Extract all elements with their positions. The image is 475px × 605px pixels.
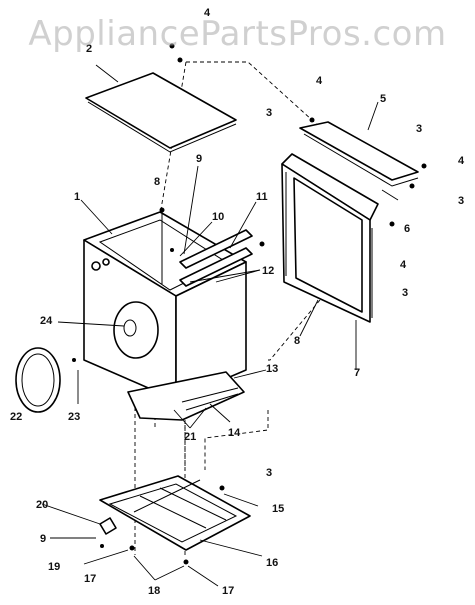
callout-7: 7 bbox=[354, 367, 360, 379]
callout-20: 20 bbox=[36, 499, 48, 511]
callout-3: 3 bbox=[416, 123, 422, 135]
callout-13: 13 bbox=[266, 363, 278, 375]
callout-18: 18 bbox=[148, 585, 160, 597]
callout-3: 3 bbox=[266, 107, 272, 119]
callout-8: 8 bbox=[294, 335, 300, 347]
screw[interactable] bbox=[169, 43, 175, 49]
screw[interactable] bbox=[177, 57, 183, 63]
callout-9: 9 bbox=[40, 533, 46, 545]
callout-16: 16 bbox=[266, 557, 278, 569]
callout-4: 4 bbox=[316, 75, 323, 87]
callout-3: 3 bbox=[458, 195, 464, 207]
callout-6: 6 bbox=[404, 223, 410, 235]
callout-10: 10 bbox=[212, 211, 224, 223]
screw[interactable] bbox=[100, 544, 104, 548]
leader-lines bbox=[41, 64, 399, 587]
screw[interactable] bbox=[170, 248, 174, 252]
callout-11: 11 bbox=[256, 191, 268, 203]
callout-19: 19 bbox=[48, 561, 60, 573]
callout-24: 24 bbox=[40, 315, 53, 327]
screw[interactable] bbox=[309, 117, 315, 123]
screw[interactable] bbox=[159, 207, 165, 213]
callout-1: 1 bbox=[74, 191, 80, 203]
lower-bracket[interactable] bbox=[127, 371, 245, 421]
callout-4: 4 bbox=[400, 259, 407, 271]
screw[interactable] bbox=[72, 358, 76, 362]
callout-22: 22 bbox=[10, 411, 22, 423]
callout-4: 4 bbox=[204, 7, 211, 19]
callout-14: 14 bbox=[228, 427, 241, 439]
screw[interactable] bbox=[409, 183, 415, 189]
callout-5: 5 bbox=[380, 93, 386, 105]
callout-8: 8 bbox=[154, 176, 160, 188]
screw[interactable] bbox=[259, 241, 265, 247]
screw[interactable] bbox=[183, 559, 189, 565]
screw[interactable] bbox=[421, 163, 427, 169]
base-plate[interactable] bbox=[99, 475, 251, 551]
screw[interactable] bbox=[219, 485, 225, 491]
cabinet[interactable] bbox=[83, 211, 253, 401]
screw[interactable] bbox=[129, 545, 135, 551]
callout-21: 21 bbox=[184, 431, 196, 443]
side-frame[interactable] bbox=[281, 153, 379, 323]
small-bracket[interactable] bbox=[99, 517, 117, 535]
callout-12: 12 bbox=[262, 265, 274, 277]
callout-4: 4 bbox=[458, 155, 465, 167]
callout-15: 15 bbox=[272, 503, 284, 515]
callout-3: 3 bbox=[266, 467, 272, 479]
callout-23: 23 bbox=[68, 411, 80, 423]
screw-group bbox=[72, 43, 427, 565]
callout-3: 3 bbox=[402, 287, 408, 299]
callout-17: 17 bbox=[84, 573, 96, 585]
top-panel[interactable] bbox=[85, 72, 237, 153]
callout-17: 17 bbox=[222, 585, 234, 597]
door-ring[interactable] bbox=[15, 347, 61, 413]
top-rail[interactable] bbox=[299, 121, 419, 187]
callout-9: 9 bbox=[196, 153, 202, 165]
callout-labels: 4 2 4 5 3 3 4 3 9 8 1 11 10 6 4 12 3 24 … bbox=[10, 7, 465, 597]
callout-2: 2 bbox=[86, 43, 92, 55]
screw[interactable] bbox=[389, 221, 395, 227]
